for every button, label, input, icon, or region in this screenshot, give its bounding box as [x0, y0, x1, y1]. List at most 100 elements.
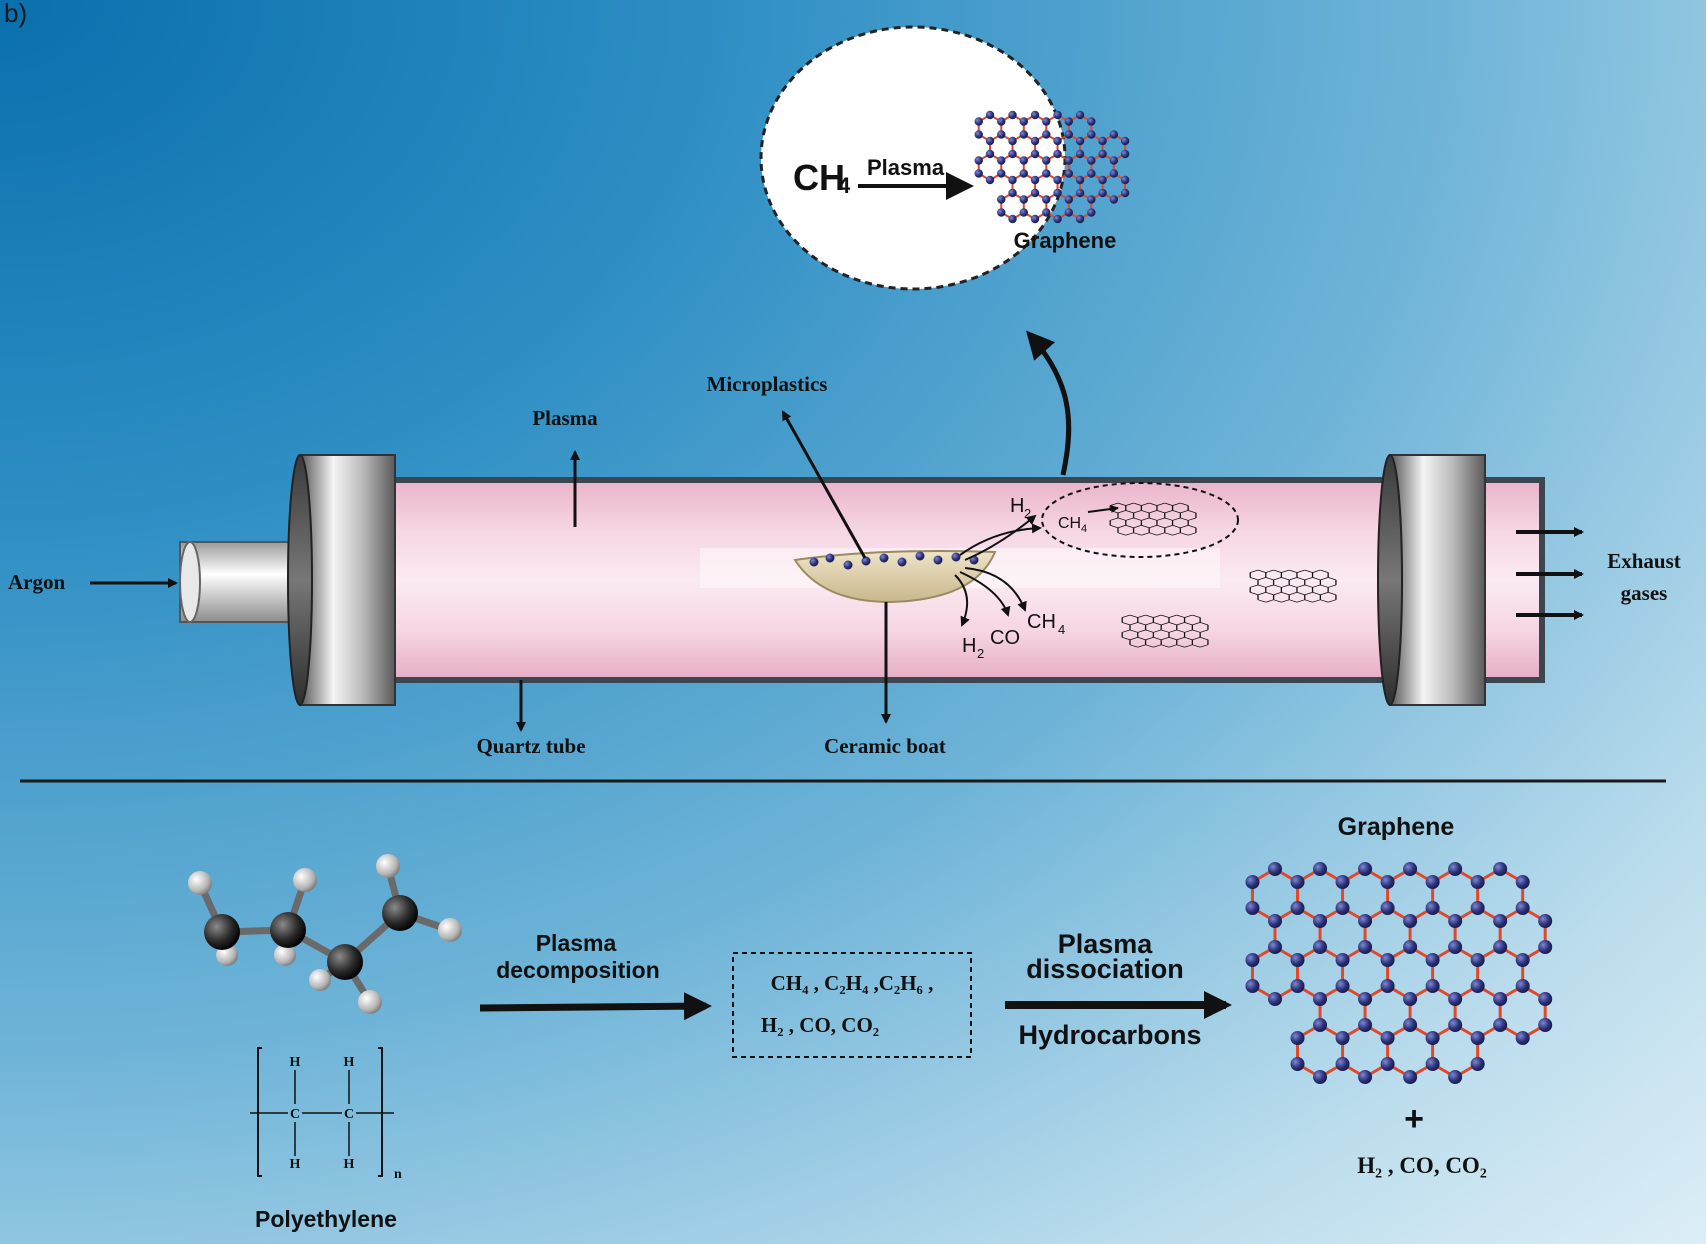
microplastic-particle [897, 557, 907, 567]
lattice-bond [1273, 569, 1282, 573]
microplastic-particle [843, 560, 853, 570]
exhaust-label-line1: Exhaust [1607, 549, 1681, 573]
lattice-bond [1148, 517, 1158, 521]
formula-c2: C [344, 1107, 354, 1122]
lattice-bond [1180, 525, 1189, 529]
lattice-bond [1145, 644, 1154, 648]
lattice-bond [1145, 629, 1154, 633]
intermediates-line1: CH₄ , C₂H₄ ,C₂H₆ , [771, 971, 934, 995]
lattice-bond [1172, 517, 1181, 521]
lattice-bond [1125, 517, 1134, 521]
lattice-atom [1075, 110, 1085, 120]
lattice-bond [1296, 592, 1306, 596]
lattice-bond [1129, 644, 1139, 648]
lattice-atom [1064, 169, 1074, 178]
microplastics-label: Microplastics [707, 372, 828, 396]
lattice-bond [1184, 622, 1193, 626]
graphene-sheet [1109, 502, 1197, 536]
lattice-bond [1320, 592, 1329, 596]
gas-arrow-ch4 [964, 567, 1027, 612]
lattice-atom [1064, 156, 1074, 165]
lattice-atom [974, 156, 983, 165]
lattice-bond [1109, 517, 1119, 521]
lattice-bond [1160, 614, 1170, 618]
lattice-atom [1019, 130, 1028, 139]
lattice-atom [1448, 1070, 1463, 1084]
lattice-bond [1281, 584, 1290, 588]
lattice-bond [1133, 525, 1142, 529]
lattice-atom [997, 156, 1006, 165]
lattice-bond [1156, 502, 1166, 506]
gas-co: CO [990, 627, 1020, 649]
microplastic-particle [915, 551, 925, 561]
lattice-bond [1117, 525, 1127, 529]
microplastic-particle [825, 553, 835, 563]
plasma-label: Plasma [532, 406, 598, 430]
lattice-bond [1137, 637, 1146, 641]
polyethylene-molecule-model [188, 854, 462, 1014]
lattice-bond [1257, 577, 1267, 581]
lattice-bond [1249, 577, 1259, 581]
lattice-atom [1448, 992, 1463, 1006]
lattice-bond [1187, 510, 1197, 514]
lattice-bond [1249, 569, 1259, 573]
inner-ch4-subscript: 4 [1081, 523, 1087, 535]
lattice-bond [1273, 592, 1282, 596]
inner-reaction-ellipse [1041, 482, 1239, 558]
right-flange [1389, 454, 1486, 706]
lattice-atom [1313, 940, 1328, 954]
lattice-atom [1358, 1018, 1373, 1032]
lattice-atom [1053, 110, 1062, 120]
lattice-atom [1098, 175, 1107, 185]
lattice-atom [1335, 875, 1350, 889]
lattice-atom [1403, 914, 1418, 928]
lattice-bond [1265, 592, 1274, 596]
lattice-atom [1019, 208, 1028, 217]
lattice-atom [1290, 1031, 1305, 1045]
lattice-bond [1172, 532, 1181, 536]
lattice-bond [1117, 502, 1127, 506]
lattice-atom [1403, 862, 1418, 876]
lattice-bond [1145, 622, 1154, 626]
lattice-bond [1281, 577, 1290, 581]
lattice-bond [1187, 532, 1197, 536]
lattice-atom [997, 195, 1006, 204]
lattice-atom [1403, 1018, 1418, 1032]
lattice-bond [1141, 525, 1150, 529]
gas-arrow-ch4-inner [959, 523, 1042, 556]
lattice-bond [1273, 599, 1282, 603]
plasma-reactor: CH 4 H 2 H 2 CO CH 4 Argon [8, 372, 1681, 758]
lattice-bond [1320, 584, 1329, 588]
lattice-bond [1129, 622, 1139, 626]
lattice-atom [1290, 979, 1305, 993]
lattice-bond [1141, 532, 1150, 536]
lattice-atom [1515, 953, 1530, 967]
lattice-atom [1120, 188, 1130, 198]
inner-reaction-arrow [1087, 504, 1119, 513]
lattice-atom [1042, 130, 1051, 139]
lattice-bond [1141, 517, 1150, 521]
lattice-bond [1265, 599, 1274, 603]
lattice-bond [1320, 577, 1329, 581]
lattice-atom [1008, 175, 1017, 185]
lattice-atom [1425, 953, 1440, 967]
lattice-bond [1273, 584, 1282, 588]
lattice-atom [1030, 175, 1040, 185]
lattice-bond [1320, 569, 1329, 573]
lattice-atom [1470, 1031, 1485, 1045]
lattice-bond [1133, 510, 1142, 514]
lattice-atom [1313, 914, 1328, 928]
lattice-bond [1125, 525, 1134, 529]
lattice-bond [1281, 569, 1290, 573]
lattice-atom [1053, 214, 1062, 224]
lattice-atom [1120, 136, 1130, 146]
lattice-bond [1145, 614, 1154, 618]
lattice-atom [1380, 953, 1395, 967]
argon-label: Argon [8, 570, 65, 594]
lattice-atom [985, 175, 995, 185]
lattice-bond [1281, 599, 1290, 603]
lattice-atom [1268, 992, 1282, 1006]
lattice-bond [1187, 525, 1197, 529]
bubble-graphene-lattice [974, 110, 1130, 224]
lattice-atom [1380, 901, 1395, 915]
